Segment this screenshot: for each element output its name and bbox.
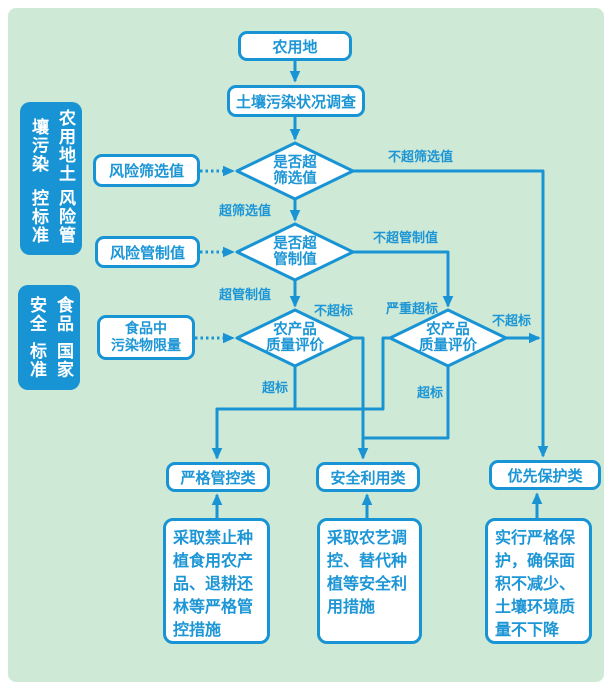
decision-line: 农产品 — [426, 322, 470, 338]
node-soil-pollution-survey: 土壤污染状况调查 — [227, 85, 365, 117]
label-agri-soil-pollution-standard: 农用地土壤污染 风险管控标准 — [20, 102, 82, 255]
node-food-contaminant-limit: 食品中 污染物限量 — [97, 315, 195, 360]
decision-product-quality-2-shape — [388, 308, 508, 368]
desc-priority-protection: 实行严格保护，确保面积不减少、土壤环境质量不下降 — [485, 518, 592, 644]
edge-label-d4-severe: 严重超标 — [386, 302, 439, 317]
desc-strict-control: 采取禁止种植食用农产品、退耕还林等严格管控措施 — [163, 518, 270, 644]
edge-d4-exceed-to-safe — [362, 366, 450, 440]
standard-column: 国家标准 — [26, 342, 73, 380]
node-risk-control-value: 风险管制值 — [95, 236, 200, 268]
node-safe-use-category: 安全利用类 — [316, 462, 420, 492]
decision-line: 筛选值 — [273, 171, 317, 187]
node-strict-control-category: 严格管控类 — [166, 462, 270, 492]
node-risk-screening-value: 风险筛选值 — [93, 154, 200, 187]
decision-line: 农产品 — [273, 322, 317, 338]
edge-label-no-exceed-screening: 不超筛选值 — [388, 150, 454, 165]
decision-line: 质量评价 — [419, 338, 477, 354]
decision-exceed-screening-shape — [235, 141, 355, 201]
edge-label-d3-exceed: 超标 — [262, 381, 289, 396]
decision-product-quality-2-label: 农产品 质量评价 — [390, 310, 506, 366]
edge-label-d4-no-exceed: 不超标 — [492, 314, 532, 329]
edge-label-d3-no-exceed: 不超标 — [314, 304, 354, 319]
node-line: 污染物限量 — [111, 337, 181, 354]
decision-line: 质量评价 — [266, 338, 324, 354]
decision-exceed-control-label: 是否超 管制值 — [237, 224, 353, 280]
edge-d3-no-exceed-to-safe — [353, 336, 369, 460]
node-line: 食品中 — [125, 320, 167, 337]
decision-product-quality-1-label: 农产品 质量评价 — [237, 310, 353, 366]
standard-column: 食品安全 — [26, 295, 73, 333]
decision-exceed-screening-label: 是否超 筛选值 — [237, 143, 353, 199]
edge-label-d4-exceed: 超标 — [417, 386, 444, 401]
label-food-safety-national-standard: 食品安全 国家标准 — [18, 285, 80, 390]
desc-safe-use: 采取农艺调控、替代种植等安全利用措施 — [317, 518, 422, 644]
decision-line: 是否超 — [273, 155, 317, 171]
node-agricultural-land: 农用地 — [238, 31, 352, 61]
edge-d1-to-priority-no-exceed — [353, 169, 549, 458]
edge-label-no-exceed-control: 不超管制值 — [373, 231, 439, 246]
edge-label-exceed-control: 超管制值 — [219, 288, 272, 303]
edge-d2-to-d4-no-exceed — [353, 250, 454, 308]
edge-label-exceed-screening: 超筛选值 — [219, 204, 272, 219]
standard-column: 风险管控标准 — [28, 188, 75, 245]
decision-product-quality-1-shape — [235, 308, 355, 368]
decision-line: 是否超 — [273, 236, 317, 252]
decision-exceed-control-shape — [235, 222, 355, 282]
standard-column: 农用地土壤污染 — [28, 108, 75, 183]
edge-d4-severe-to-strict — [211, 336, 390, 460]
node-priority-protection-category: 优先保护类 — [489, 460, 601, 490]
decision-line: 管制值 — [273, 252, 317, 268]
